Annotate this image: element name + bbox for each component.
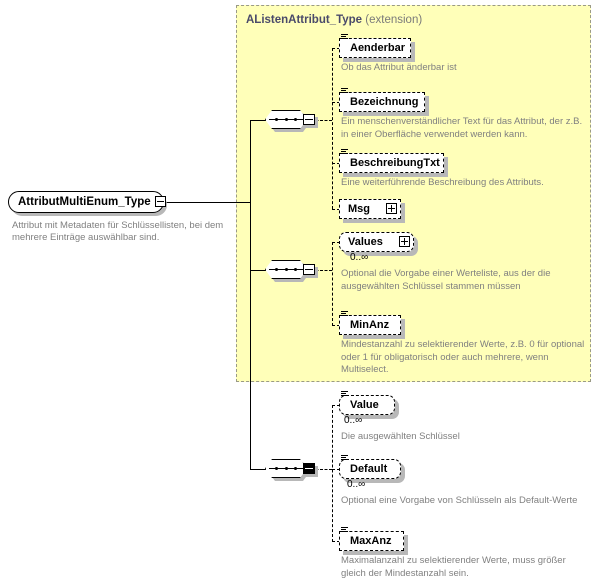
element-body: Msg <box>339 199 401 219</box>
sequence-node-group-1[interactable] <box>265 110 318 132</box>
group-2-fanout-stub <box>311 270 332 271</box>
sequence-collapse-toggle-icon[interactable] <box>303 463 315 474</box>
element-label: MinAnz <box>350 319 390 331</box>
element-label: Default <box>350 463 388 475</box>
element-documentation-value: Die ausgewählten Schlüssel <box>341 431 460 442</box>
attribute-lines-icon <box>341 527 349 535</box>
group-3-fanout-trunk <box>332 405 333 542</box>
sequence-dots-icon <box>275 467 297 470</box>
element-body: Aenderbar <box>339 38 411 58</box>
group-1-branch-beschreibungtxt <box>332 163 340 164</box>
group-2-connector-line <box>250 270 266 271</box>
element-label: Msg <box>348 203 370 215</box>
element-body: Value <box>339 395 395 415</box>
attribute-lines-icon <box>341 311 349 319</box>
root-type-name: AttributMultiEnum_Type <box>18 196 151 208</box>
element-documentation-beschreibungtxt: Eine weiterführende Beschreibung des Att… <box>341 177 544 188</box>
sequence-collapse-toggle-icon[interactable] <box>303 114 315 125</box>
group-1-branch-aenderbar <box>332 48 340 49</box>
attribute-lines-icon <box>341 391 349 399</box>
attribute-lines-icon <box>341 455 349 463</box>
sequence-node-group-2[interactable] <box>265 260 318 282</box>
element-beschreibungtxt[interactable]: BeschreibungTxt <box>339 149 448 177</box>
element-documentation-values: Optional die Vorgabe einer Werteliste, a… <box>341 268 551 292</box>
group-2-branch-minanz <box>332 325 340 326</box>
element-documentation-bezeichnung: Ein menschenverständlicher Text für das … <box>341 116 583 140</box>
element-msg[interactable]: Msg <box>339 199 405 223</box>
cardinality-value: 0..∞ <box>344 415 363 426</box>
sequence-dots-icon <box>275 268 297 271</box>
element-default[interactable]: Default <box>339 455 405 483</box>
element-minanz[interactable]: MinAnz <box>339 311 405 339</box>
element-label: Bezeichnung <box>350 96 419 108</box>
root-collapse-toggle-icon[interactable] <box>155 196 166 207</box>
root-connector-line <box>166 202 250 203</box>
extension-kind-label: (extension) <box>365 14 423 26</box>
element-documentation-minanz: Mindestanzahl zu selektierender Werte, z… <box>341 339 585 375</box>
cardinality-values: 0..∞ <box>350 252 369 263</box>
element-body: Values <box>339 232 414 252</box>
element-maxanz[interactable]: MaxAnz <box>339 527 408 555</box>
element-values[interactable]: Values <box>339 232 418 256</box>
group-3-branch-default <box>332 469 340 470</box>
element-body: BeschreibungTxt <box>339 153 444 173</box>
group-3-branch-value <box>332 405 340 406</box>
element-label: BeschreibungTxt <box>350 157 440 169</box>
group-2-branch-values <box>332 242 340 243</box>
expand-plus-icon[interactable] <box>399 236 410 247</box>
element-documentation-maxanz: Maximalanzahl zu selektierender Werte, m… <box>341 555 566 579</box>
sequence-collapse-toggle-icon[interactable] <box>303 264 315 275</box>
element-body: Bezeichnung <box>339 92 425 112</box>
group-2-fanout-trunk <box>332 242 333 326</box>
root-type-box[interactable]: AttributMultiEnum_Type <box>8 191 167 216</box>
element-aenderbar[interactable]: Aenderbar <box>339 34 415 62</box>
element-label: Value <box>350 399 379 411</box>
attribute-lines-icon <box>341 88 349 96</box>
group-branch-spine <box>250 120 251 469</box>
element-body: MinAnz <box>339 315 401 335</box>
sequence-dots-icon <box>275 118 297 121</box>
attribute-lines-icon <box>341 149 349 157</box>
group-1-fanout-trunk <box>332 48 333 209</box>
element-bezeichnung[interactable]: Bezeichnung <box>339 88 429 116</box>
element-label: Values <box>348 236 383 248</box>
extension-panel <box>236 5 591 382</box>
element-documentation-aenderbar: Ob das Attribut änderbar ist <box>341 62 457 73</box>
group-1-fanout-stub <box>311 120 332 121</box>
extension-type-name: AListenAttribut_Type <box>246 14 363 26</box>
root-type-documentation: Attribut mit Metadaten für Schlüssellist… <box>12 220 224 243</box>
group-1-connector-line <box>250 120 266 121</box>
sequence-node-group-3[interactable] <box>265 459 318 481</box>
element-label: Aenderbar <box>350 42 406 54</box>
group-1-branch-msg <box>332 209 340 210</box>
cardinality-default: 0..∞ <box>347 479 366 490</box>
element-body: MaxAnz <box>339 531 404 551</box>
group-3-connector-line <box>250 469 266 470</box>
group-3-fanout-stub <box>311 469 332 470</box>
element-label: MaxAnz <box>350 535 392 547</box>
element-value[interactable]: Value <box>339 391 399 419</box>
root-type-box-body: AttributMultiEnum_Type <box>8 191 164 213</box>
group-1-branch-bezeichnung <box>332 102 340 103</box>
extension-panel-title: AListenAttribut_Type (extension) <box>246 14 422 26</box>
expand-plus-icon[interactable] <box>386 203 397 214</box>
element-documentation-default: Optional eine Vorgabe von Schlüsseln als… <box>341 495 578 506</box>
element-body: Default <box>339 459 401 479</box>
attribute-lines-icon <box>341 34 349 42</box>
group-3-branch-maxanz <box>332 541 340 542</box>
